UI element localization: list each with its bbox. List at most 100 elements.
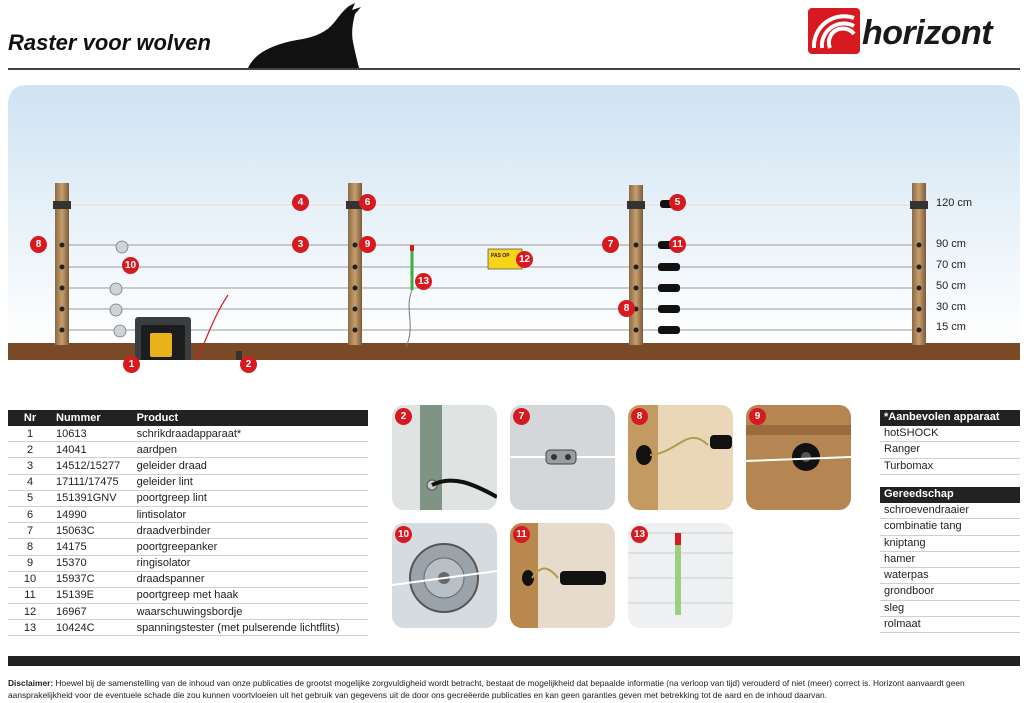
cell-nummer: 15139E bbox=[52, 587, 133, 605]
fence-illustration: 120 cm 90 cm 70 cm 50 cm 30 cm 15 cm PAS… bbox=[8, 85, 1020, 373]
brand-name: horizont bbox=[862, 14, 993, 52]
cell-nummer: 10613 bbox=[52, 426, 133, 443]
cell-nummer: 15063C bbox=[52, 522, 133, 540]
callout-8-left: 8 bbox=[30, 236, 47, 253]
height-label-15: 15 cm bbox=[936, 321, 966, 333]
callout-3: 3 bbox=[292, 236, 309, 253]
logo-mark-icon bbox=[808, 8, 860, 54]
list-item: hamer bbox=[880, 552, 1020, 569]
height-label-50: 50 cm bbox=[936, 280, 966, 292]
list-item: Ranger bbox=[880, 442, 1020, 459]
tools-list: Gereedschap schroevendraaier combinatie … bbox=[880, 487, 1020, 634]
thumbnail-badge: 8 bbox=[631, 408, 648, 425]
cell-nr: 10 bbox=[8, 571, 52, 588]
cell-nr: 2 bbox=[8, 441, 52, 459]
cell-product: poortgreepanker bbox=[132, 538, 368, 556]
thumbnail-7-draadverbinder: 7 bbox=[510, 405, 615, 510]
column-header-nummer: Nummer bbox=[52, 410, 133, 426]
list-item: sleg bbox=[880, 601, 1020, 618]
height-label-70: 70 cm bbox=[936, 259, 966, 271]
howling-wolf-silhouette bbox=[248, 3, 361, 68]
thumbnail-badge: 11 bbox=[513, 526, 530, 543]
thumbnail-9-ringisolator: 9 bbox=[746, 405, 851, 510]
cell-nummer: 10424C bbox=[52, 619, 133, 637]
disclaimer: Disclaimer: Hoewel bij de samenstelling … bbox=[8, 677, 1020, 701]
fence-drawing bbox=[8, 85, 1020, 360]
cell-product: draadspanner bbox=[132, 571, 368, 588]
cell-nr: 3 bbox=[8, 457, 52, 475]
list-item: Turbomax bbox=[880, 459, 1020, 475]
cell-nr: 5 bbox=[8, 490, 52, 507]
thumbnail-badge: 9 bbox=[749, 408, 766, 425]
cell-nr: 9 bbox=[8, 555, 52, 572]
cell-product: geleider lint bbox=[132, 474, 368, 491]
callout-13: 13 bbox=[415, 273, 432, 290]
list-item: rolmaat bbox=[880, 617, 1020, 634]
cell-nummer: 15370 bbox=[52, 555, 133, 572]
cell-nummer: 14175 bbox=[52, 538, 133, 556]
cell-nr: 1 bbox=[8, 426, 52, 443]
cell-product: poortgreep lint bbox=[132, 490, 368, 507]
cell-product: ringisolator bbox=[132, 555, 368, 572]
callout-6: 6 bbox=[359, 194, 376, 211]
callout-5: 5 bbox=[669, 194, 686, 211]
cell-nummer: 14512/15277 bbox=[52, 457, 133, 475]
cell-product: schrikdraadapparaat* bbox=[132, 426, 368, 443]
thumbnail-badge: 13 bbox=[631, 526, 648, 543]
cell-nummer: 151391GNV bbox=[52, 490, 133, 507]
cell-nr: 11 bbox=[8, 587, 52, 605]
cell-product: poortgreep met haak bbox=[132, 587, 368, 605]
cell-product: draadverbinder bbox=[132, 522, 368, 540]
cell-product: waarschuwingsbordje bbox=[132, 603, 368, 621]
thumbnail-badge: 7 bbox=[513, 408, 530, 425]
list-item: kniptang bbox=[880, 536, 1020, 552]
callout-12: 12 bbox=[516, 251, 533, 268]
cell-nummer: 14990 bbox=[52, 506, 133, 524]
poortgreep-met-haak-photo bbox=[510, 523, 615, 628]
height-label-30: 30 cm bbox=[936, 301, 966, 313]
list-item: grondboor bbox=[880, 584, 1020, 601]
thumbnail-10-draadspanner: 10 bbox=[392, 523, 497, 628]
disclaimer-text: Hoewel bij de samenstelling van de inhou… bbox=[8, 678, 965, 700]
cell-nr: 6 bbox=[8, 506, 52, 524]
column-header-nr: Nr bbox=[8, 410, 52, 426]
page-title: Raster voor wolven bbox=[8, 30, 211, 55]
cell-product: geleider draad bbox=[132, 457, 368, 475]
thumbnail-8-poortgreepanker: 8 bbox=[628, 405, 733, 510]
recommended-title: *Aanbevolen apparaat bbox=[880, 410, 1020, 426]
cell-nr: 7 bbox=[8, 522, 52, 540]
thumbnail-11-poortgreep-met-haak: 11 bbox=[510, 523, 615, 628]
callout-1: 1 bbox=[123, 356, 140, 373]
warning-sign-text: PAS OP bbox=[491, 253, 510, 259]
list-item: hotSHOCK bbox=[880, 426, 1020, 443]
tools-title: Gereedschap bbox=[880, 487, 1020, 503]
list-item: combinatie tang bbox=[880, 519, 1020, 536]
column-header-product: Product bbox=[132, 410, 368, 426]
thumbnail-badge: 10 bbox=[395, 526, 412, 543]
height-label-120: 120 cm bbox=[936, 197, 973, 209]
callout-11: 11 bbox=[669, 236, 686, 253]
cell-product: spanningstester (met pulserende lichtfli… bbox=[132, 619, 368, 637]
disclaimer-label: Disclaimer: bbox=[8, 678, 54, 688]
callout-8-right: 8 bbox=[618, 300, 635, 317]
table-header-row: Nr Nummer Product bbox=[8, 410, 368, 426]
callout-9: 9 bbox=[359, 236, 376, 253]
recommended-devices: *Aanbevolen apparaat hotSHOCK Ranger Tur… bbox=[880, 410, 1020, 475]
thumbnail-badge: 2 bbox=[395, 408, 412, 425]
footer-divider bbox=[8, 656, 1020, 666]
list-item: schroevendraaier bbox=[880, 503, 1020, 520]
cell-product: lintisolator bbox=[132, 506, 368, 524]
draadspanner-photo bbox=[392, 523, 497, 628]
callout-7: 7 bbox=[602, 236, 619, 253]
list-item: waterpas bbox=[880, 568, 1020, 585]
cell-nr: 4 bbox=[8, 474, 52, 491]
